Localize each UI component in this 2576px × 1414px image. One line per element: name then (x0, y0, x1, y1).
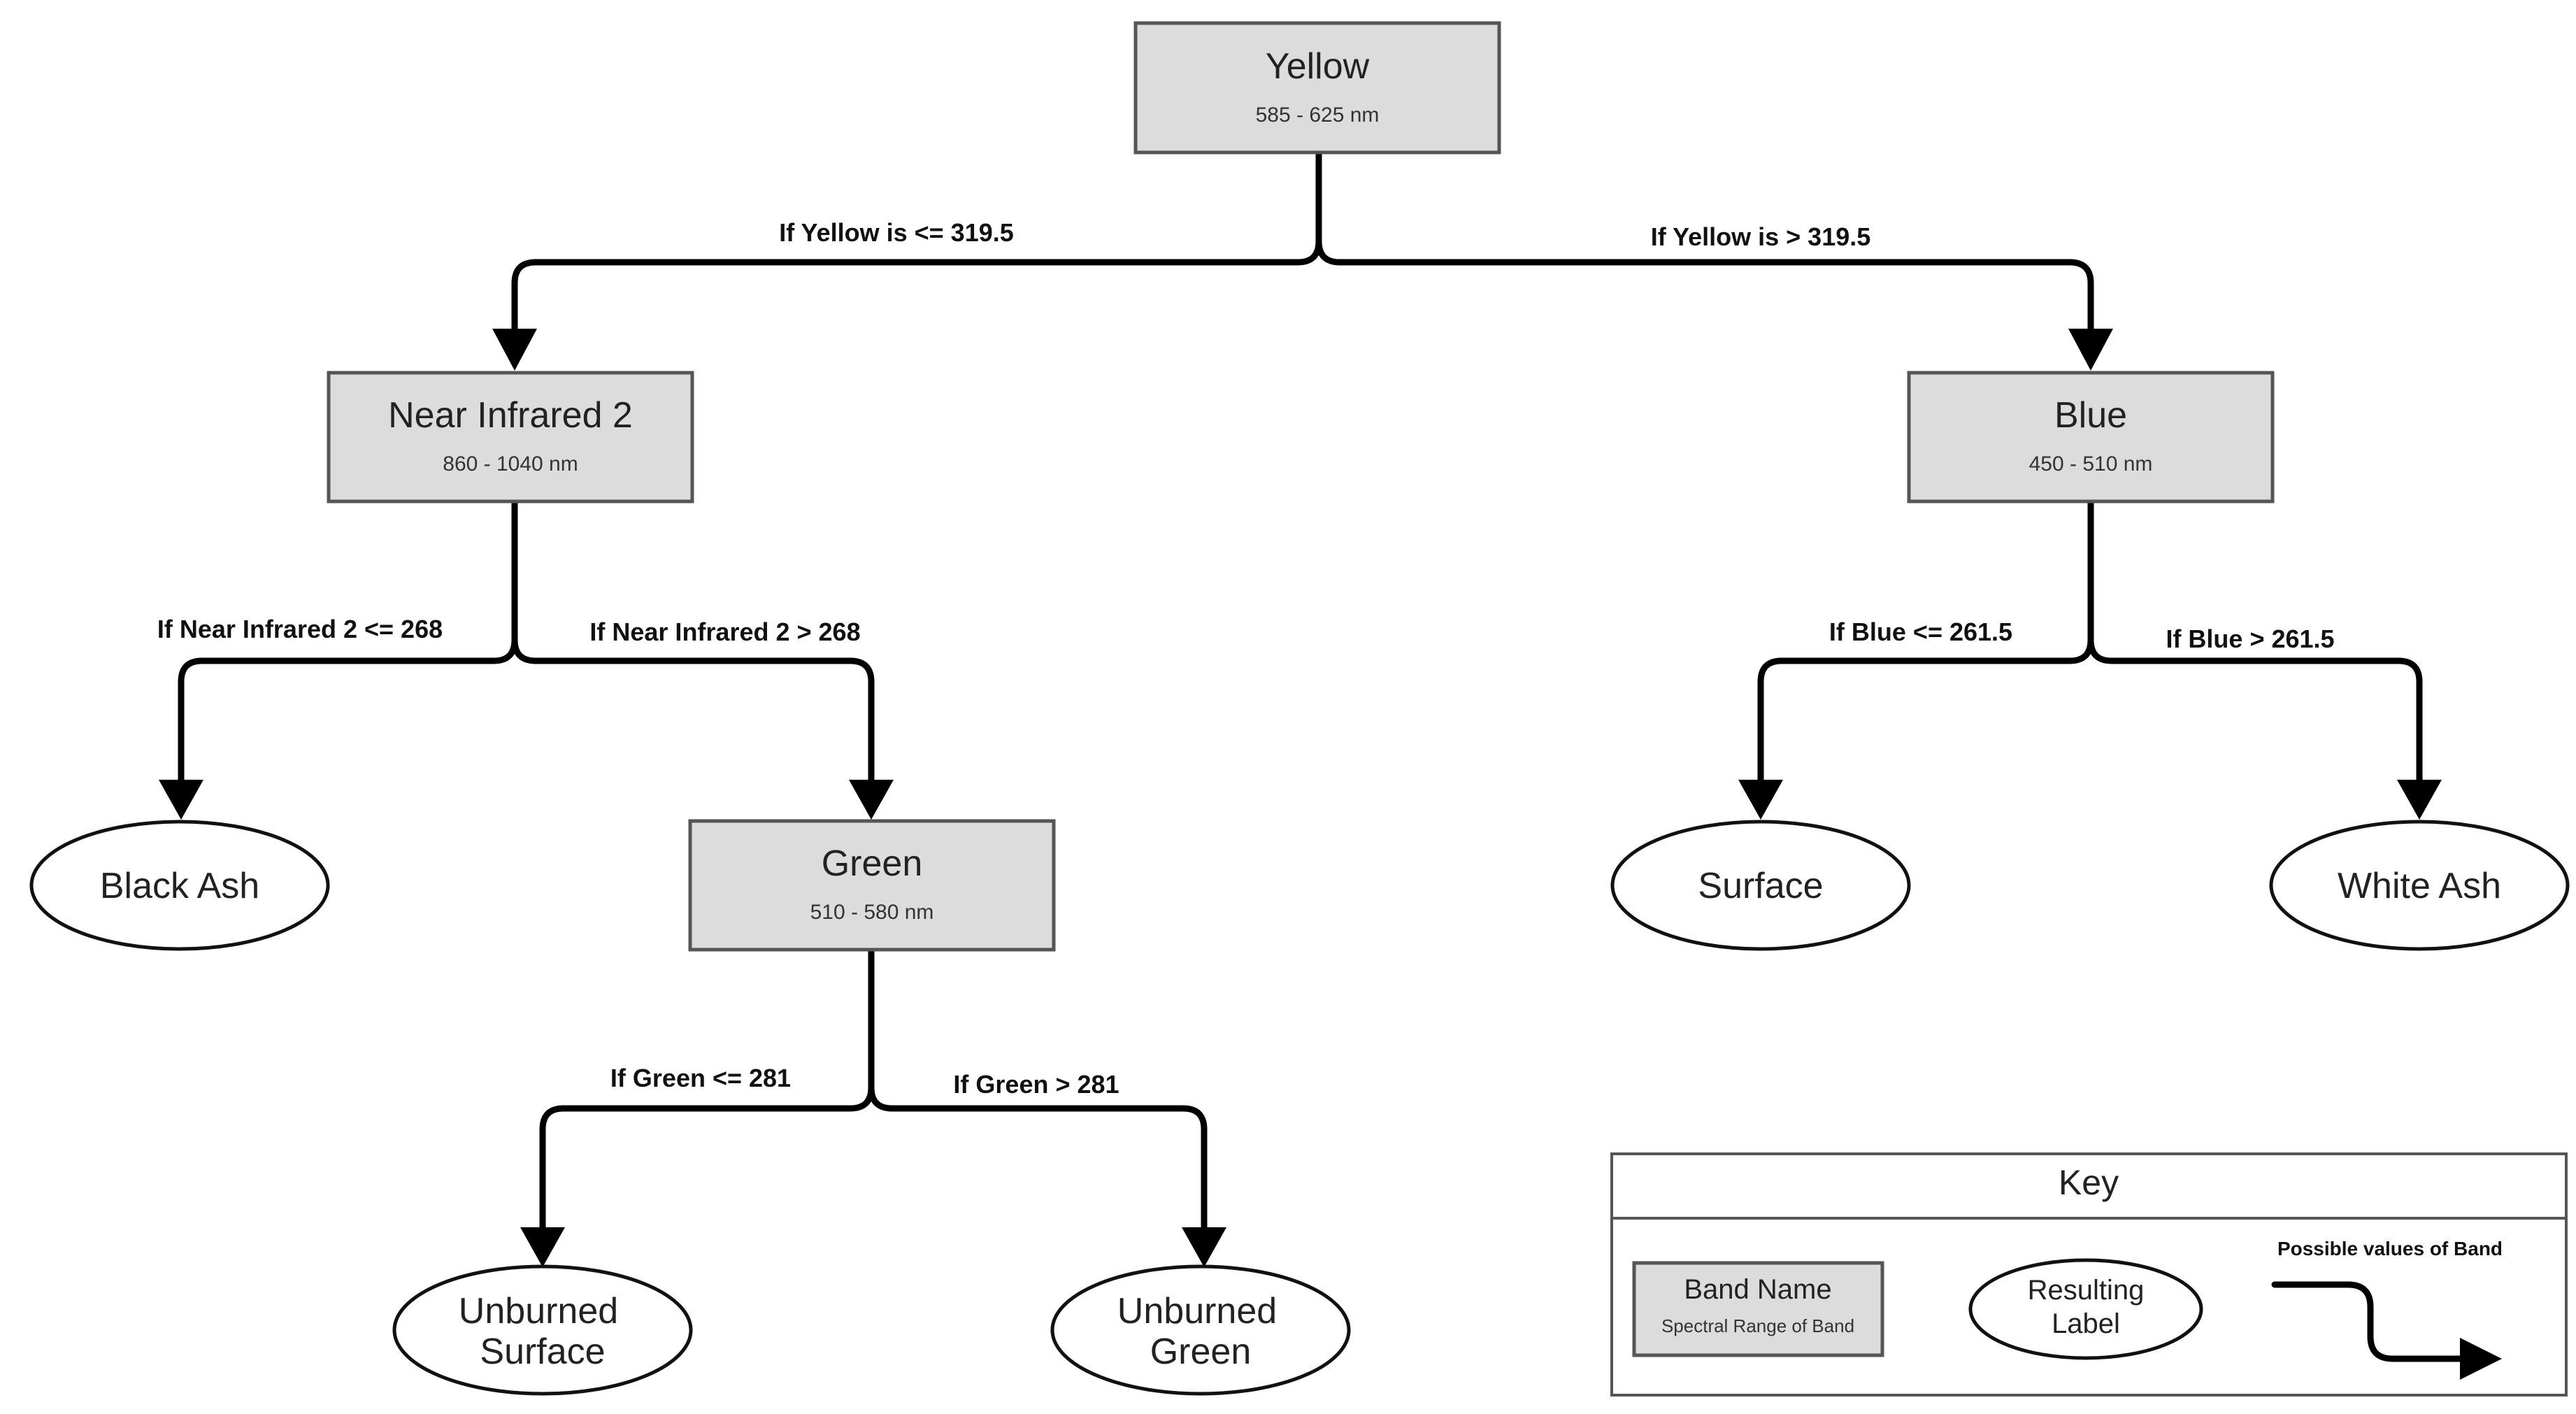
node-yellow-range: 585 - 625 nm (1256, 103, 1380, 127)
arrowhead-unburned-surface (520, 1227, 565, 1267)
arrowhead-blue (2068, 329, 2113, 371)
edge-label-yellow-le: If Yellow is <= 319.5 (779, 218, 1014, 247)
legend-arrow-caption: Possible values of Band (2277, 1238, 2503, 1259)
legend-title: Key (2059, 1163, 2119, 1202)
node-green-box (688, 819, 1056, 952)
edge-label-nir-le: If Near Infrared 2 <= 268 (157, 615, 443, 643)
leaf-white-ash-label: White Ash (2338, 866, 2501, 906)
legend-result-line1: Resulting (2028, 1275, 2145, 1306)
arrowhead-green (849, 780, 894, 820)
edge-label-blue-le: If Blue <= 261.5 (1829, 617, 2012, 646)
edge-nir2-to-green (511, 636, 875, 783)
leaf-unburned-surface-oval (392, 1264, 693, 1396)
leaf-unburned-green-oval (1050, 1264, 1351, 1396)
legend-band-range: Spectral Range of Band (1661, 1315, 1854, 1336)
legend-arrow-path (2271, 1281, 2465, 1362)
leaf-white-ash: White Ash (2269, 820, 2570, 951)
node-blue-box (1907, 371, 2275, 504)
node-green-title: Green (822, 843, 923, 884)
leaf-black-ash: Black Ash (29, 820, 330, 951)
connectors (159, 150, 2442, 1267)
arrowhead-nir2 (492, 329, 537, 371)
leaf-unburned-surface: Unburned Surface (392, 1264, 693, 1396)
legend-result-oval (1968, 1258, 2203, 1360)
leaf-black-ash-label: Black Ash (100, 866, 259, 906)
node-nir2-box (327, 371, 694, 504)
edge-blue-to-white-ash (2087, 636, 2423, 783)
edge-label-green-gt: If Green > 281 (953, 1070, 1119, 1099)
arrowhead-surface (1738, 780, 1783, 820)
node-blue-range: 450 - 510 nm (2029, 452, 2153, 476)
node-near-infrared-2: Near Infrared 2 860 - 1040 nm (327, 371, 694, 504)
leaf-surface-label: Surface (1698, 866, 1823, 906)
leaf-unburned-green-line1: Unburned (1117, 1291, 1277, 1331)
arrowhead-white-ash (2397, 780, 2442, 820)
legend-result-line2: Label (2052, 1308, 2120, 1339)
leaf-unburned-surface-line1: Unburned (459, 1291, 618, 1331)
leaf-black-ash-oval (29, 820, 330, 951)
leaf-surface-oval (1610, 820, 1911, 951)
node-yellow-box (1133, 21, 1501, 155)
node-nir2-range: 860 - 1040 nm (443, 452, 578, 476)
arrowhead-black-ash (159, 780, 203, 820)
edge-label-green-le: If Green <= 281 (610, 1064, 791, 1092)
leaf-unburned-surface-line2: Surface (480, 1331, 605, 1372)
edge-green-to-unburned-green (868, 1084, 1208, 1231)
leaf-unburned-green-line2: Green (1150, 1331, 1252, 1372)
leaf-unburned-green: Unburned Green (1050, 1264, 1351, 1396)
legend-band-box (1632, 1261, 1884, 1357)
node-yellow-title: Yellow (1266, 46, 1370, 87)
edge-label-yellow-gt: If Yellow is > 319.5 (1651, 222, 1871, 251)
legend: Key Band Name Spectral Range of Band Res… (1610, 1152, 2568, 1397)
leaf-white-ash-oval (2269, 820, 2570, 951)
legend-band-name: Band Name (1684, 1274, 1831, 1305)
leaf-surface: Surface (1610, 820, 1911, 951)
legend-arrowhead (2460, 1338, 2502, 1380)
node-blue-title: Blue (2054, 395, 2127, 436)
arrowhead-unburned-green (1182, 1227, 1226, 1267)
node-green: Green 510 - 580 nm (688, 819, 1056, 952)
node-blue: Blue 450 - 510 nm (1907, 371, 2275, 504)
node-yellow: Yellow 585 - 625 nm (1133, 21, 1501, 155)
node-green-range: 510 - 580 nm (810, 901, 934, 924)
edge-labels: If Yellow is <= 319.5 If Yellow is > 319… (157, 218, 2335, 1099)
edge-yellow-to-blue (1315, 238, 2094, 332)
node-nir2-title: Near Infrared 2 (388, 395, 633, 436)
edge-label-blue-gt: If Blue > 261.5 (2166, 624, 2334, 653)
edge-label-nir-gt: If Near Infrared 2 > 268 (589, 617, 860, 646)
